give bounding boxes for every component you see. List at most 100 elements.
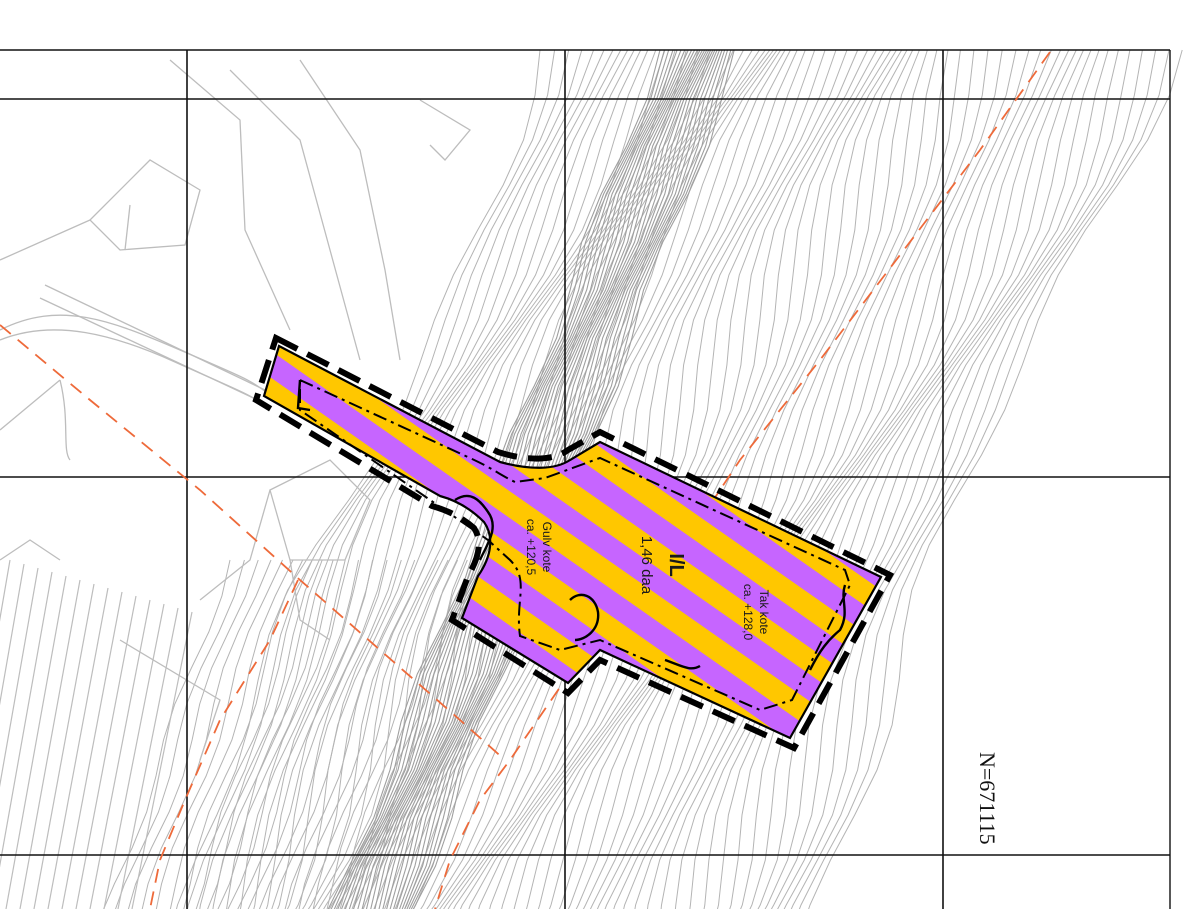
contour-line (326, 559, 449, 909)
hatch-line (19, 579, 81, 909)
contour-line (808, 49, 1183, 909)
contour-line (312, 559, 439, 909)
contour-line (575, 49, 920, 909)
contour-line (798, 49, 1170, 909)
contour-line (207, 559, 323, 909)
parcel-line (269, 459, 371, 561)
hatch-line (117, 607, 179, 909)
hatch-line (103, 603, 165, 909)
zone-code-label: I/L (665, 553, 687, 576)
contour-lines (103, 49, 1183, 909)
roof-label-line1: Tak kote (757, 590, 771, 635)
hatch-line (131, 611, 193, 909)
parcel-line (0, 379, 61, 431)
parcel-line (124, 204, 131, 251)
contour-line (757, 49, 1100, 909)
contour-line (237, 559, 359, 909)
contour-line (103, 559, 231, 909)
contour-line (558, 49, 908, 909)
contour-line (703, 49, 1062, 909)
contour-line (604, 49, 961, 909)
contour-line (195, 559, 313, 909)
zone-area-label: 1,46 daa (638, 536, 655, 595)
boundary-line-southwest (149, 579, 299, 909)
contour-line (613, 49, 975, 909)
contour-line (660, 49, 1030, 909)
hatch-line (0, 571, 53, 868)
floor-label-line2: ca. +120,5 (524, 519, 538, 576)
contour-line (226, 49, 595, 909)
contour-line (227, 559, 346, 909)
contour-line (777, 49, 1131, 909)
contour-line (740, 49, 1084, 909)
contour-line (537, 49, 897, 909)
zone-dashed-outline (252, 333, 895, 752)
hatched-building-area (0, 559, 193, 909)
contour-line (783, 49, 1143, 909)
parcel-line (59, 379, 71, 461)
contour-line (689, 49, 1052, 909)
map-frame (0, 49, 1171, 909)
contour-line (155, 559, 283, 909)
contour-line (247, 559, 374, 909)
terrain-line (296, 379, 311, 412)
contour-line (265, 49, 622, 909)
contour-line (298, 559, 428, 909)
zone-labels: Gulv kote ca. +120,5 I/L 1,46 daa Tak ko… (524, 519, 771, 641)
contour-line (175, 49, 541, 909)
contour-line (634, 49, 1003, 909)
hatch-line (5, 575, 67, 909)
parcel-line (419, 99, 471, 161)
contour-line (277, 49, 629, 909)
contour-line (284, 559, 416, 909)
contour-line (258, 559, 388, 909)
contour-line (212, 49, 583, 909)
floor-label-line1: Gulv kote (540, 522, 554, 573)
contour-line (253, 49, 614, 909)
contour-line (674, 49, 1042, 909)
contour-line (199, 49, 570, 909)
boundary-line-west (0, 324, 506, 761)
road-edge (44, 284, 266, 391)
contour-line (239, 49, 605, 909)
contour-line (302, 49, 649, 909)
parcel-line (229, 69, 361, 361)
parcel-line (289, 559, 331, 641)
parcel-line (89, 159, 201, 251)
contour-line (295, 49, 642, 909)
roof-label-line2: ca. +128,0 (741, 584, 755, 641)
parcel-line (0, 219, 91, 261)
terrain-line (454, 494, 847, 671)
coordinate-label: N=671115 (975, 752, 1000, 845)
contour-line (217, 559, 334, 909)
contour-line (770, 49, 1119, 909)
parcel-line (169, 59, 291, 331)
contour-line (582, 49, 928, 909)
contour-line (271, 559, 402, 909)
zone-area (252, 333, 895, 752)
hatch-line (0, 563, 25, 706)
property-lines (0, 59, 471, 761)
contour-line (647, 49, 1017, 909)
hatch-line (0, 567, 39, 788)
contour-line (127, 559, 259, 909)
contour-line (716, 49, 1070, 909)
contour-line (749, 49, 1092, 909)
contour-line (729, 49, 1077, 909)
parcel-line (0, 539, 61, 561)
contour-line (764, 49, 1109, 909)
contour-line (115, 559, 245, 909)
contour-line (589, 49, 938, 909)
contour-line (596, 49, 949, 909)
contour-line (623, 49, 989, 909)
hatch-line (89, 599, 151, 909)
zone-polygon (262, 344, 883, 740)
hatch-line (61, 591, 123, 909)
parcel-line (299, 59, 401, 361)
contour-line (183, 559, 304, 909)
road-edge (39, 297, 263, 403)
hatch-line (75, 595, 137, 909)
contour-line (548, 49, 903, 909)
contour-line (567, 49, 914, 909)
